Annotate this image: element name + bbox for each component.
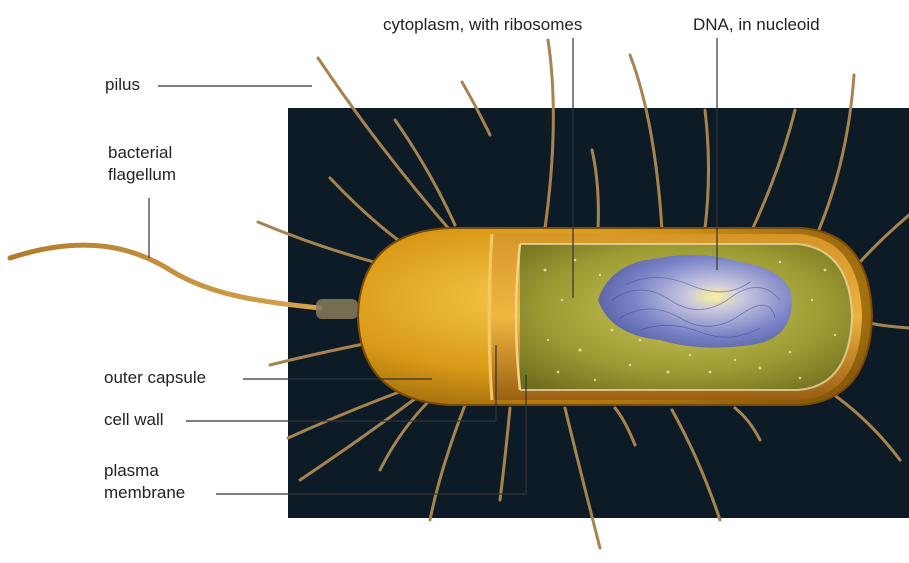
label-bacterial-flagellum-line2: flagellum [108,164,218,186]
label-plasma-membrane-line1: plasma [104,460,224,482]
label-dna-nucleoid: DNA, in nucleoid [693,14,820,36]
label-cell-wall: cell wall [104,409,164,431]
cell-wall-leader [186,345,496,421]
label-cytoplasm: cytoplasm, with ribosomes [383,14,582,36]
plasma-membrane-leader [216,375,526,494]
label-pilus: pilus [105,74,140,96]
label-outer-capsule: outer capsule [104,367,206,389]
label-bacterial-flagellum: bacterial flagellum [108,142,218,186]
label-plasma-membrane-line2: membrane [104,482,224,504]
label-bacterial-flagellum-line1: bacterial [108,142,218,164]
label-plasma-membrane: plasma membrane [104,460,224,504]
